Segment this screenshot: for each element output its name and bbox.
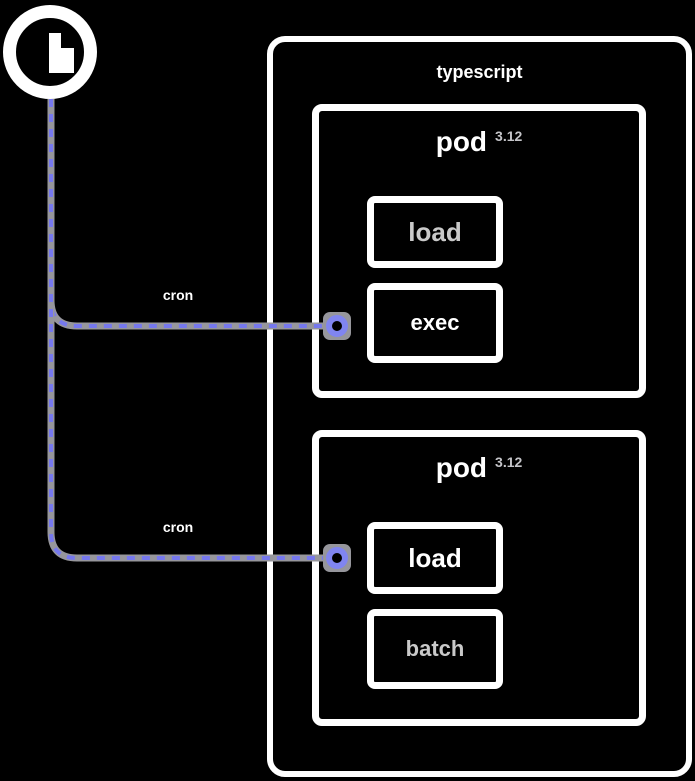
card-badge: 3.12 [495,454,523,470]
clock-icon [16,18,84,86]
edge-label: cron [162,519,194,535]
handle-ring-icon [326,315,348,337]
connection-handle-1[interactable] [323,312,351,340]
card-header: pod 3.12 [319,128,639,156]
field-label: batch [405,636,465,661]
card-header: pod 3.12 [319,454,639,482]
field-label: load [408,542,462,573]
clock-hand-minute [49,33,61,73]
field-box[interactable]: load [367,522,503,594]
connection-handle-2[interactable] [323,544,351,572]
group-title: typescript [436,62,523,82]
card-node-1[interactable]: pod 3.12 load exec [312,104,646,398]
card-name: pod [435,126,488,157]
clock-hand-hour [60,48,74,73]
field-label: load [408,216,462,247]
field-label: exec [410,310,460,335]
field-box[interactable]: batch [367,609,503,689]
card-name: pod [435,452,488,483]
field-box[interactable]: exec [367,283,503,363]
trigger-node[interactable] [3,5,97,99]
edge-label: cron [162,287,194,303]
card-badge: 3.12 [495,128,523,144]
card-node-2[interactable]: pod 3.12 load batch [312,430,646,726]
field-box[interactable]: load [367,196,503,268]
handle-ring-icon [326,547,348,569]
